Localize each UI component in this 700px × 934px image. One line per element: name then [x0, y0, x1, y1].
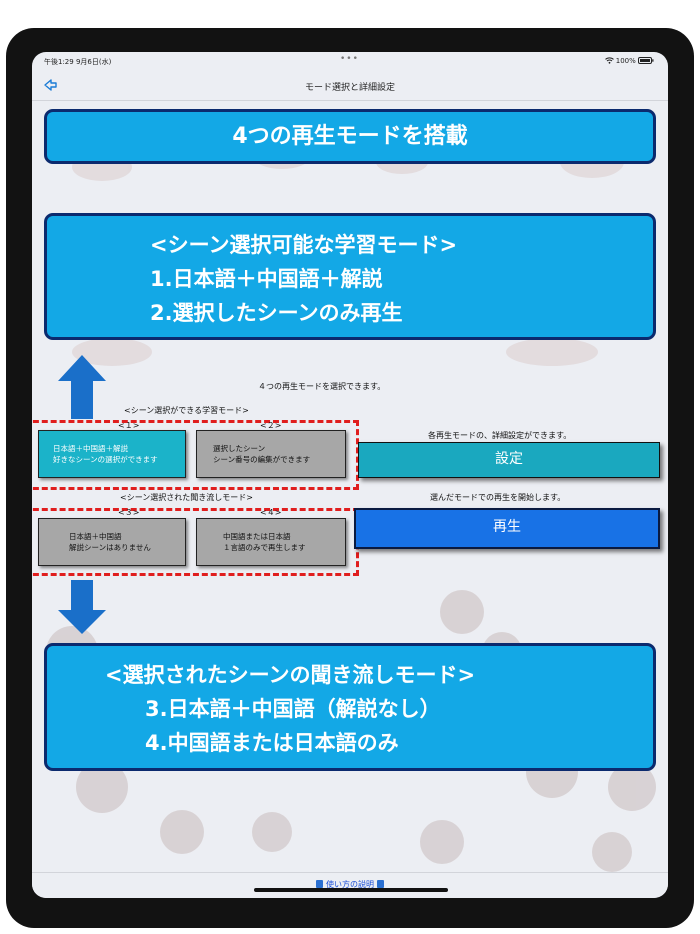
status-bar: 午後1:29 9月6日(水) ••• 100% [32, 52, 668, 70]
multitask-dots[interactable]: ••• [340, 54, 359, 64]
howto-label: 使い方の説明 [326, 880, 374, 889]
back-arrow-icon[interactable] [42, 76, 62, 94]
mode-4-line2: １言語のみで再生します [223, 543, 306, 552]
page-title: モード選択と詳細設定 [304, 83, 395, 93]
mode-4-button[interactable]: 中国語または日本語 １言語のみで再生します [196, 518, 346, 566]
book-icon [377, 880, 384, 888]
battery-indicator: 100% [604, 57, 654, 65]
mode-1-line1: 日本語＋中国語＋解説 [53, 444, 128, 453]
learning-modes-frame [32, 420, 359, 490]
down-arrow-icon [58, 580, 106, 634]
banner-learning-mode: <シーン選択可能な学習モード> 1.日本語＋中国語＋解説 2.選択したシーンのみ… [44, 213, 656, 340]
banner-listening-mode: <選択されたシーンの聞き流しモード> 3.日本語＋中国語（解説なし） 4.中国語… [44, 643, 656, 771]
play-button[interactable]: 再生 [354, 508, 660, 549]
mode-2-number: <２> [260, 421, 282, 430]
settings-button[interactable]: 設定 [358, 442, 660, 478]
mode-1-button[interactable]: 日本語＋中国語＋解説 好きなシーンの選択ができます [38, 430, 186, 478]
home-indicator[interactable] [254, 888, 448, 892]
battery-icon [638, 57, 654, 64]
mode-1-line2: 好きなシーンの選択ができます [53, 455, 158, 464]
mode-2-button[interactable]: 選択したシーン シーン番号の編集ができます [196, 430, 346, 478]
learning-mode-2: 2.選択したシーンのみ再生 [150, 301, 403, 325]
caption-listening-group: <シーン選択された聞き流しモード> [120, 493, 254, 502]
status-time: 午後1:29 9月6日(水) [44, 58, 112, 66]
mode-4-line1: 中国語または日本語 [223, 532, 291, 541]
caption-learning-group: <シーン選択ができる学習モード> [124, 406, 249, 415]
mode-3-button[interactable]: 日本語＋中国語 解説シーンはありません [38, 518, 186, 566]
caption-settings-hint: 各再生モードの、詳細設定ができます。 [428, 431, 572, 440]
mode-2-line1: 選択したシーン [213, 444, 266, 453]
mode-3-line1: 日本語＋中国語 [69, 532, 122, 541]
caption-select-four: ４つの再生モードを選択できます。 [258, 382, 386, 391]
learning-heading: <シーン選択可能な学習モード> [150, 233, 458, 257]
book-icon [316, 880, 323, 888]
app-screen: 午後1:29 9月6日(水) ••• 100% モード選択と詳細設定 4つの再生… [32, 52, 668, 898]
battery-percent: 100% [615, 57, 636, 65]
mode-3-number: <３> [118, 508, 140, 517]
listening-mode-4: 4.中国語または日本語のみ [145, 731, 399, 755]
banner-four-modes: 4つの再生モードを搭載 [44, 109, 656, 164]
listening-mode-3: 3.日本語＋中国語（解説なし） [145, 697, 441, 721]
navigation-bar: モード選択と詳細設定 [32, 70, 668, 101]
bottom-toolbar: 使い方の説明 [32, 872, 668, 898]
wifi-icon [604, 57, 614, 64]
mode-2-line2: シーン番号の編集ができます [213, 455, 311, 464]
caption-play-hint: 選んだモードでの再生を開始します。 [430, 493, 566, 502]
mode-4-number: <４> [260, 508, 282, 517]
mode-3-line2: 解説シーンはありません [69, 543, 151, 552]
learning-mode-1: 1.日本語＋中国語＋解説 [150, 267, 383, 291]
howto-link[interactable]: 使い方の説明 [32, 879, 668, 890]
listening-heading: <選択されたシーンの聞き流しモード> [105, 663, 476, 687]
mode-1-number: <１> [118, 421, 140, 430]
up-arrow-icon [58, 355, 106, 419]
